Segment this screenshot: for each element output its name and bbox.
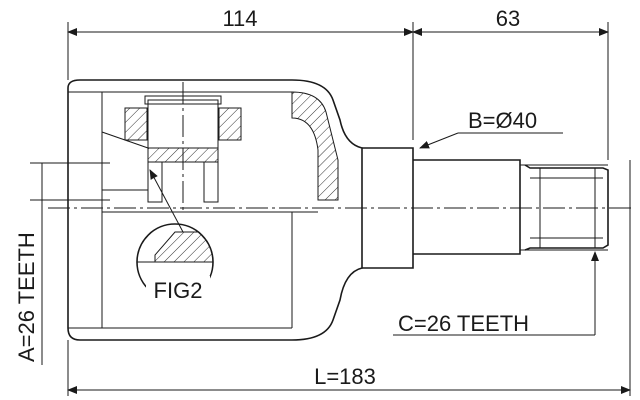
dimension-l183-label: L=183 [314,364,376,389]
a-teeth-label: A=26 TEETH [14,232,39,362]
dimension-114: 114 [67,6,414,140]
c-teeth-label: C=26 TEETH [398,311,529,336]
callout-c-teeth: C=26 TEETH [393,251,599,336]
tripod-bearing [101,95,242,203]
dimension-114-label: 114 [222,6,257,31]
dimension-a-teeth: A=26 TEETH [14,162,110,365]
dimension-63: 63 [412,6,609,160]
dimension-63-label: 63 [496,6,520,31]
joint-shaft [362,147,609,269]
fig2-detail: FIG2 [136,169,214,303]
b-diameter-label: B=Ø40 [468,108,537,133]
callout-b-diameter: B=Ø40 [419,108,563,149]
joint-housing [67,79,363,341]
fig2-label: FIG2 [154,278,203,303]
dimension-l183: L=183 [67,160,631,396]
